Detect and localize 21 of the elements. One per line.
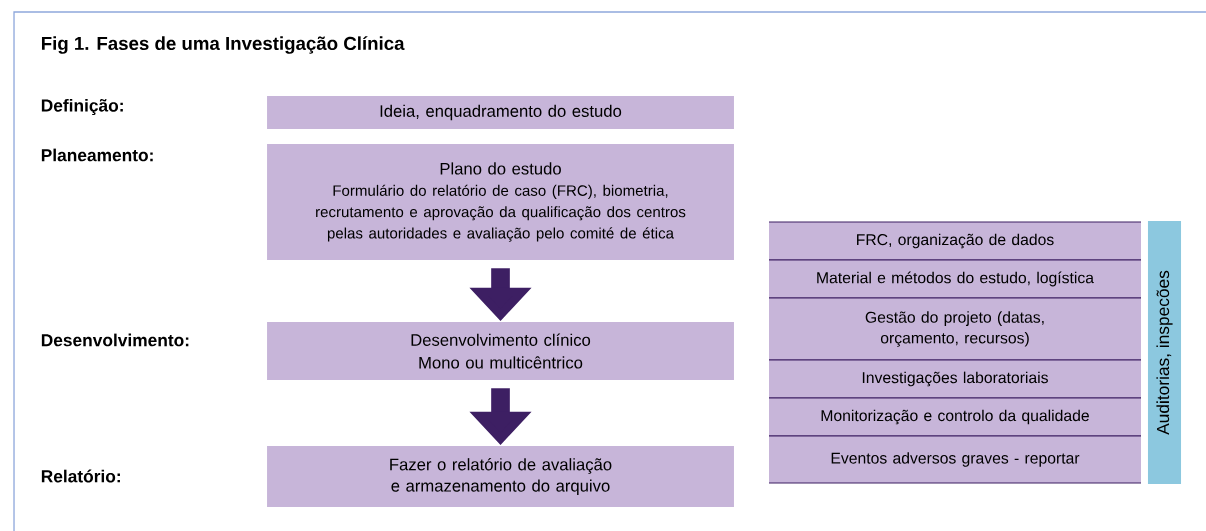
- node-label: FRC, organização de dados: [857, 233, 1054, 249]
- phase-box: Ideia, enquadramento do estudo: [267, 95, 734, 130]
- node-label: Gestão do projeto (datas, orçamento, recursos): [865, 311, 1044, 347]
- task-row: Investigações laboratoriais: [768, 359, 1142, 399]
- task-row: Eventos adversos graves - reportar: [768, 435, 1142, 484]
- phase-box: Fazer o relatório de avaliação e armazenamento do arquivo: [267, 445, 734, 507]
- phase-label: Planeamento:: [41, 148, 153, 162]
- phase-label: Relatório:: [41, 469, 120, 483]
- task-row: Gestão do projeto (datas, orçamento, recursos): [768, 297, 1142, 361]
- node-label: Material e métodos do estudo, logística: [817, 271, 1094, 287]
- vertical-band: Auditorias, inspecões: [1147, 221, 1182, 484]
- task-row: FRC, organização de dados: [768, 221, 1142, 261]
- phase-box: Plano do estudo Formulário do relatório de caso (FRC), biometria, recrutamento e aprovação da qualificação dos centros pelas autoridades e avaliação pelo comité de ética: [267, 144, 734, 260]
- phase-label: Definição:: [41, 98, 123, 116]
- task-row: Material e métodos do estudo, logística: [768, 259, 1142, 299]
- figure-title: Fig 1. Fases de uma Investigação Clínica: [42, 36, 405, 54]
- phase-box: Desenvolvimento clínico Mono ou multicêntrico: [267, 322, 734, 380]
- node-label: Investigações laboratoriais: [862, 371, 1048, 387]
- node-label: Monitorização e controlo da qualidade: [821, 409, 1089, 425]
- phase-label: Desenvolvimento:: [41, 333, 189, 347]
- task-row: Monitorização e controlo da qualidade: [768, 397, 1142, 437]
